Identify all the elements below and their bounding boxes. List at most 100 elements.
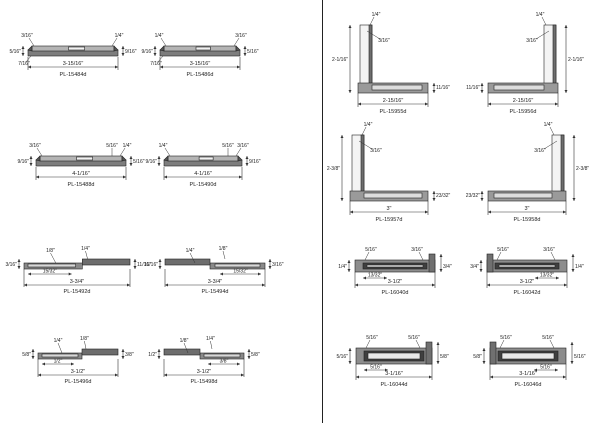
dimension-label: 7/16" bbox=[150, 61, 162, 67]
arrowhead bbox=[28, 65, 31, 69]
arrowhead bbox=[31, 349, 35, 352]
part-number-label: PL-15492d bbox=[64, 289, 91, 295]
part-number-label: PL-15486d bbox=[187, 72, 214, 78]
arrowhead bbox=[479, 260, 483, 263]
end-lip bbox=[235, 45, 241, 52]
dimension-label: 5/16" bbox=[106, 143, 118, 149]
dimension-label: 3/16" bbox=[370, 148, 382, 154]
dimension-line bbox=[358, 140, 373, 150]
arrowhead bbox=[245, 156, 249, 159]
dimension-line bbox=[543, 140, 558, 150]
arrowhead bbox=[348, 348, 352, 351]
arrowhead bbox=[555, 368, 558, 372]
dimension-label: 1/2" bbox=[148, 352, 157, 358]
dimension-label: 3-3/4" bbox=[70, 279, 85, 285]
slot-opening bbox=[195, 46, 211, 51]
dimension-line bbox=[36, 147, 43, 157]
part-number-label: PL-15494d bbox=[202, 289, 229, 295]
arrowhead bbox=[247, 356, 251, 359]
arrowhead bbox=[21, 46, 25, 49]
arrowhead bbox=[164, 175, 167, 179]
dimension-line bbox=[550, 251, 556, 261]
arrowhead bbox=[572, 135, 576, 138]
arrowhead bbox=[355, 283, 358, 287]
arrowhead bbox=[208, 362, 211, 366]
arrowhead bbox=[480, 198, 484, 201]
dimension-label: 1/4" bbox=[575, 264, 584, 270]
dimension-line bbox=[189, 252, 196, 264]
part-drawing-pl-15498d: 1/2"5/8"1/8"1/4"3/8"3-1/2"PL-15498d bbox=[148, 336, 260, 385]
raised-step bbox=[81, 348, 119, 356]
dimension-label: 1/4" bbox=[54, 338, 63, 344]
dimension-label: 5/16" bbox=[500, 335, 512, 341]
dimension-label: 5/16" bbox=[133, 159, 145, 165]
dimension-label: 5/16" bbox=[365, 247, 377, 253]
dimension-label: 4-1/16" bbox=[72, 171, 90, 177]
arrowhead bbox=[385, 368, 388, 372]
dimension-line bbox=[541, 16, 547, 26]
dimension-line bbox=[415, 339, 421, 349]
channel-slot bbox=[501, 352, 555, 360]
slot-opening bbox=[214, 263, 261, 268]
dimension-line bbox=[222, 250, 226, 260]
dimension-label: 3/16" bbox=[237, 143, 249, 149]
part-number-label: PL-15498d bbox=[191, 379, 218, 385]
arrowhead bbox=[29, 156, 33, 159]
arrowhead bbox=[439, 269, 443, 272]
channel-slot bbox=[366, 264, 424, 268]
base-slot bbox=[493, 84, 545, 91]
end-lip bbox=[237, 155, 243, 162]
dimension-label: 3/16" bbox=[29, 143, 41, 149]
part-drawing-pl-16046d: 5/8"5/16"5/16"5/16"5/16"3-1/16"PL-16046d bbox=[473, 335, 585, 388]
dimension-label: 3-15/16" bbox=[190, 61, 211, 67]
dimension-label: 5/16" bbox=[222, 143, 234, 149]
end-post bbox=[486, 253, 494, 273]
arrowhead bbox=[432, 283, 435, 287]
dimension-label: 5/8" bbox=[22, 352, 31, 358]
part-drawing-pl-15956d: 2-1/16"11/16"1/4"3/16"2-15/16"PL-15956d bbox=[466, 12, 584, 115]
arrowhead bbox=[237, 362, 240, 366]
arrowhead bbox=[31, 356, 35, 359]
part-number-label: PL-15496d bbox=[65, 379, 92, 385]
part-number-label: PL-15957d bbox=[376, 217, 403, 223]
slot-opening bbox=[41, 353, 79, 358]
arrowhead bbox=[432, 90, 436, 93]
dimension-label: 3-15/16" bbox=[63, 61, 84, 67]
dimension-line bbox=[365, 339, 371, 349]
dimension-label: 9/16" bbox=[125, 49, 137, 55]
arrowhead bbox=[121, 356, 125, 359]
dimension-label: 3/16" bbox=[411, 247, 423, 253]
slot-opening bbox=[68, 46, 86, 51]
part-drawing-pl-15958d: 2-3/8"23/32"1/4"3/16"3"PL-15958d bbox=[466, 122, 590, 223]
part-number-label: PL-16040d bbox=[382, 290, 409, 296]
arrowhead bbox=[157, 356, 161, 359]
dimension-label: 1/4" bbox=[536, 12, 545, 18]
slot-opening bbox=[27, 263, 77, 268]
arrowhead bbox=[436, 361, 440, 364]
end-lip bbox=[113, 45, 119, 52]
dimension-label: 1/2" bbox=[54, 359, 63, 365]
arrowhead bbox=[564, 25, 568, 28]
arrowhead bbox=[36, 175, 39, 179]
arrowhead bbox=[358, 102, 361, 106]
end-post bbox=[489, 341, 497, 365]
dimension-label: 1/4" bbox=[338, 264, 347, 270]
arrowhead bbox=[364, 368, 367, 372]
arrowhead bbox=[563, 210, 566, 214]
dimension-label: 3/16" bbox=[534, 148, 546, 154]
dimension-line bbox=[57, 342, 63, 354]
arrowhead bbox=[564, 283, 567, 287]
dimension-label: 1/4" bbox=[159, 143, 168, 149]
dimension-label: 3/16" bbox=[543, 247, 555, 253]
part-number-label: PL-16042d bbox=[514, 290, 541, 296]
arrowhead bbox=[356, 375, 359, 379]
dimension-line bbox=[496, 251, 502, 261]
arrowhead bbox=[432, 198, 436, 201]
dimension-label: 1/4" bbox=[186, 248, 195, 254]
arrowhead bbox=[121, 53, 125, 56]
arrowhead bbox=[160, 65, 163, 69]
dimension-line bbox=[361, 126, 367, 136]
end-post bbox=[428, 253, 436, 273]
dimension-label: 11/16" bbox=[144, 262, 158, 268]
dimension-label: 3/8" bbox=[125, 352, 134, 358]
